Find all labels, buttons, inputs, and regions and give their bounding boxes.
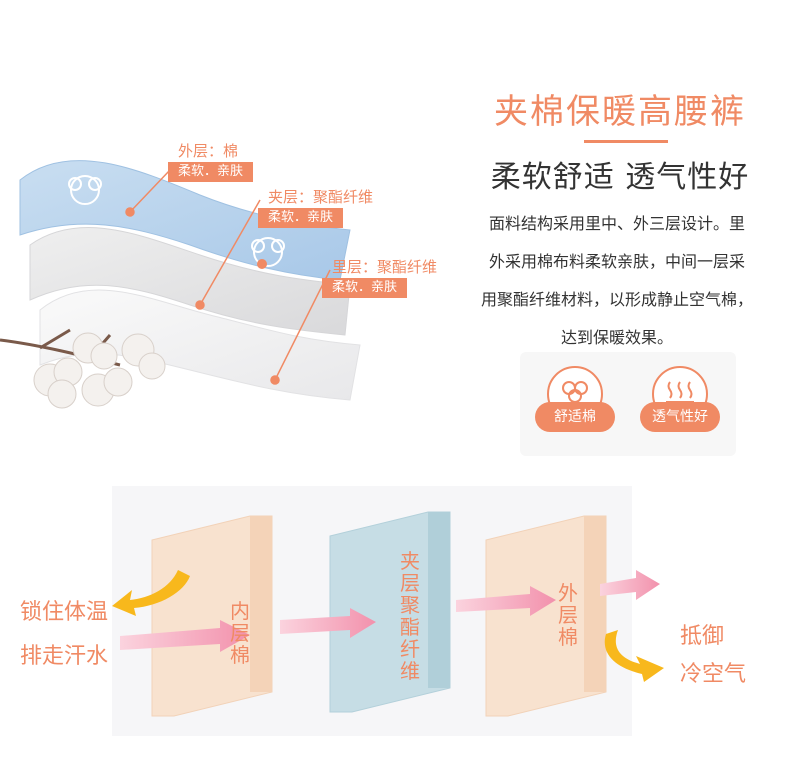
middle-polyester-panel-label: 夹 层 聚 酯 纤 维 [400, 549, 420, 683]
fabric-layers-illustration [19, 160, 361, 401]
inner-layer-tag: 柔软．亲肤 [322, 278, 408, 298]
inner-layer-label: 里层：聚酯纤维 [332, 258, 438, 276]
middle-layer [29, 226, 351, 336]
title-underline [584, 140, 668, 143]
page-subtitle: 柔软舒适 透气性好 [490, 160, 750, 195]
outer-cotton-panel-label: 外 层 棉 [558, 581, 578, 649]
outer-layer-tag: 柔软．亲肤 [168, 162, 254, 182]
description-line: 外采用棉布料柔软亲肤，中间一层采 [488, 252, 745, 271]
page-title: 夹棉保暖高腰裤 [494, 92, 746, 132]
resist-cold-label-2: 冷空气 [680, 662, 747, 687]
cotton-branch-illustration [0, 328, 166, 409]
badge-breathable: 透气性好 [640, 366, 720, 446]
middle-polyester-panel [329, 511, 451, 713]
warmth-arrow [112, 570, 664, 682]
inner-cotton-panel [151, 515, 273, 717]
flow-diagram [112, 511, 664, 717]
resist-cold-label-1: 抵御 [680, 624, 725, 649]
description-line: 用聚酯纤维材料，以形成静止空气棉， [480, 290, 753, 309]
description-line: 达到保暖效果。 [560, 328, 673, 347]
badge-label: 透气性好 [640, 402, 720, 432]
description-line: 面料结构采用里中、外三层设计。里 [488, 214, 745, 233]
middle-layer-label: 夹层：聚酯纤维 [268, 188, 374, 206]
elephant-motif-icon [68, 175, 285, 267]
badge-label: 舒适棉 [535, 402, 615, 432]
badge-comfort-cotton: 舒适棉 [535, 366, 615, 446]
description: 面料结构采用里中、外三层设计。里 外采用棉布料柔软亲肤，中间一层采 用聚酯纤维材… [452, 205, 782, 357]
outer-layer [19, 160, 351, 281]
moisture-arrow [120, 570, 660, 652]
outer-cotton-panel [485, 515, 607, 717]
outer-layer-label: 外层：棉 [178, 142, 239, 160]
inner-cotton-panel-label: 内 层 棉 [230, 599, 250, 667]
middle-layer-tag: 柔软．亲肤 [258, 208, 344, 228]
lock-warmth-label: 锁住体温 [20, 600, 109, 625]
wick-sweat-label: 排走汗水 [20, 644, 109, 669]
